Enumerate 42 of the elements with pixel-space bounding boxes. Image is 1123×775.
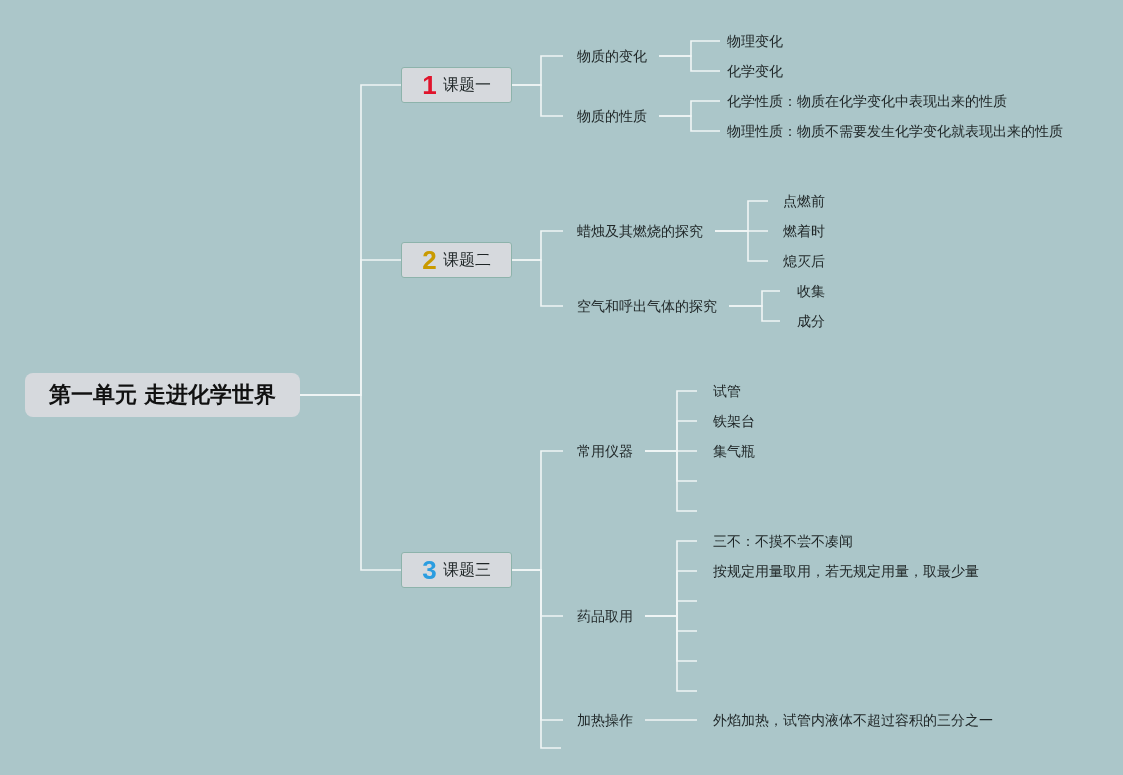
branch-text: 三不：不摸不尝不凑闻 — [697, 529, 865, 553]
topic-number: 1 — [422, 72, 437, 98]
branch-line — [299, 394, 402, 571]
branch-text: 集气瓶 — [697, 439, 767, 463]
branch-line — [644, 719, 698, 721]
topic-title: 课题一 — [442, 74, 491, 95]
branch-text: 铁架台 — [697, 409, 767, 433]
branch-text: 物质的性质 — [563, 104, 659, 128]
branch-line — [728, 305, 781, 322]
branch-line — [511, 84, 564, 117]
branch-text: 空气和呼出气体的探究 — [563, 294, 729, 318]
topic-title: 课题二 — [442, 249, 491, 270]
branch-text: 化学性质：物质在化学变化中表现出来的性质 — [720, 89, 1019, 113]
branch-text: 熄灭后 — [768, 249, 837, 273]
branch-text: 外焰加热，试管内液体不超过容积的三分之一 — [697, 708, 1005, 732]
branch-text: 燃着时 — [768, 219, 837, 243]
branch-text: 按规定用量取用，若无规定用量，取最少量 — [697, 559, 991, 583]
branch-line — [644, 615, 698, 692]
branch-text: 物质的变化 — [563, 44, 659, 68]
branch-line — [714, 230, 769, 262]
topic-box — [401, 552, 512, 588]
branch-line — [658, 55, 721, 72]
branch-text: 试管 — [697, 379, 753, 403]
branch-line — [644, 450, 698, 512]
branch-line — [511, 259, 564, 307]
branch-text: 药品取用 — [563, 604, 645, 628]
topic-number: 3 — [422, 557, 437, 583]
topic-title: 课题三 — [442, 559, 491, 580]
branch-text: 蜡烛及其燃烧的探究 — [563, 219, 715, 243]
branch-text: 点燃前 — [768, 189, 837, 213]
branch-text: 物理性质：物质不需要发生化学变化就表现出来的性质 — [720, 119, 1075, 143]
branch-line — [658, 115, 721, 132]
branch-text: 加热操作 — [563, 708, 645, 732]
branch-text: 收集 — [780, 279, 837, 303]
central-topic-box: 第一单元 走进化学世界 — [25, 373, 300, 417]
branch-text: 成分 — [780, 309, 837, 333]
branch-text: 化学变化 — [720, 59, 795, 83]
topic-box — [401, 242, 512, 278]
branch-text: 常用仪器 — [563, 439, 645, 463]
branch-text: 物理变化 — [720, 29, 795, 53]
topic-box — [401, 67, 512, 103]
topic-number: 2 — [422, 247, 437, 273]
